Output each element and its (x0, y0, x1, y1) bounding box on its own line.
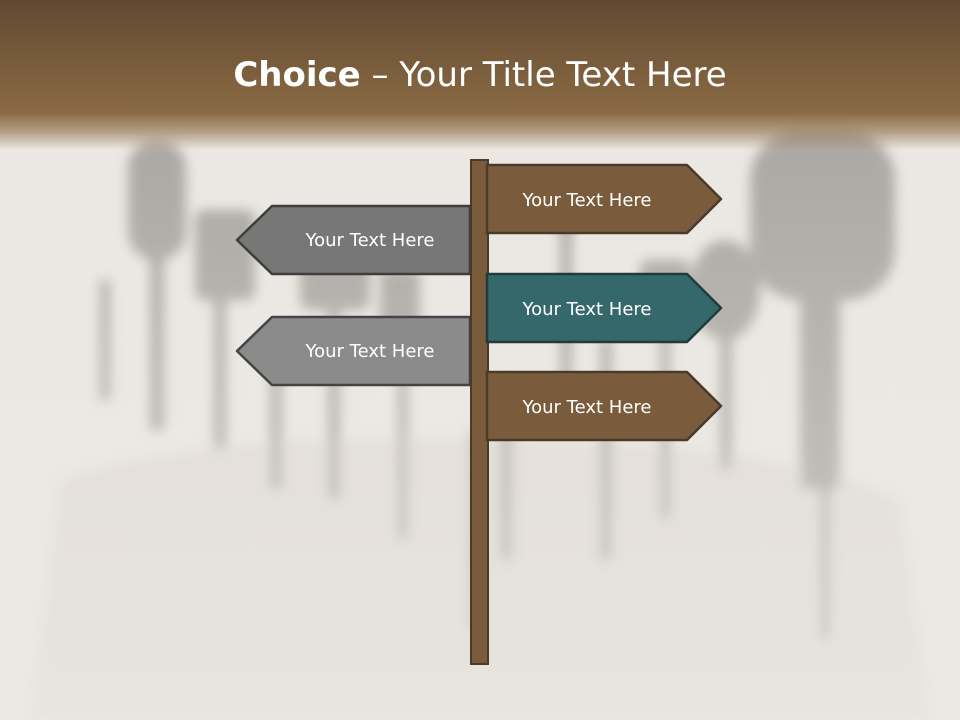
sign-arrow-right-2: Your Text Here (485, 272, 723, 344)
sign-label: Your Text Here (522, 299, 652, 320)
title-bar (0, 0, 960, 150)
sign-arrow-left-2: Your Text Here (235, 315, 472, 387)
sign-shape (485, 272, 723, 344)
sign-shape (485, 370, 723, 442)
sign-arrow-left-1: Your Text Here (235, 204, 472, 276)
title-rest: – Your Title Text Here (360, 55, 727, 95)
sign-shape (485, 163, 723, 235)
sign-label: Your Text Here (305, 230, 435, 251)
sign-label: Your Text Here (522, 397, 652, 418)
sign-label: Your Text Here (522, 190, 652, 211)
page-title: Choice – Your Title Text Here (0, 54, 960, 96)
title-bold: Choice (233, 55, 361, 95)
sign-label: Your Text Here (305, 341, 435, 362)
sign-arrow-right-1: Your Text Here (485, 163, 723, 235)
sign-arrow-right-3: Your Text Here (485, 370, 723, 442)
signpost-pole (470, 159, 489, 665)
